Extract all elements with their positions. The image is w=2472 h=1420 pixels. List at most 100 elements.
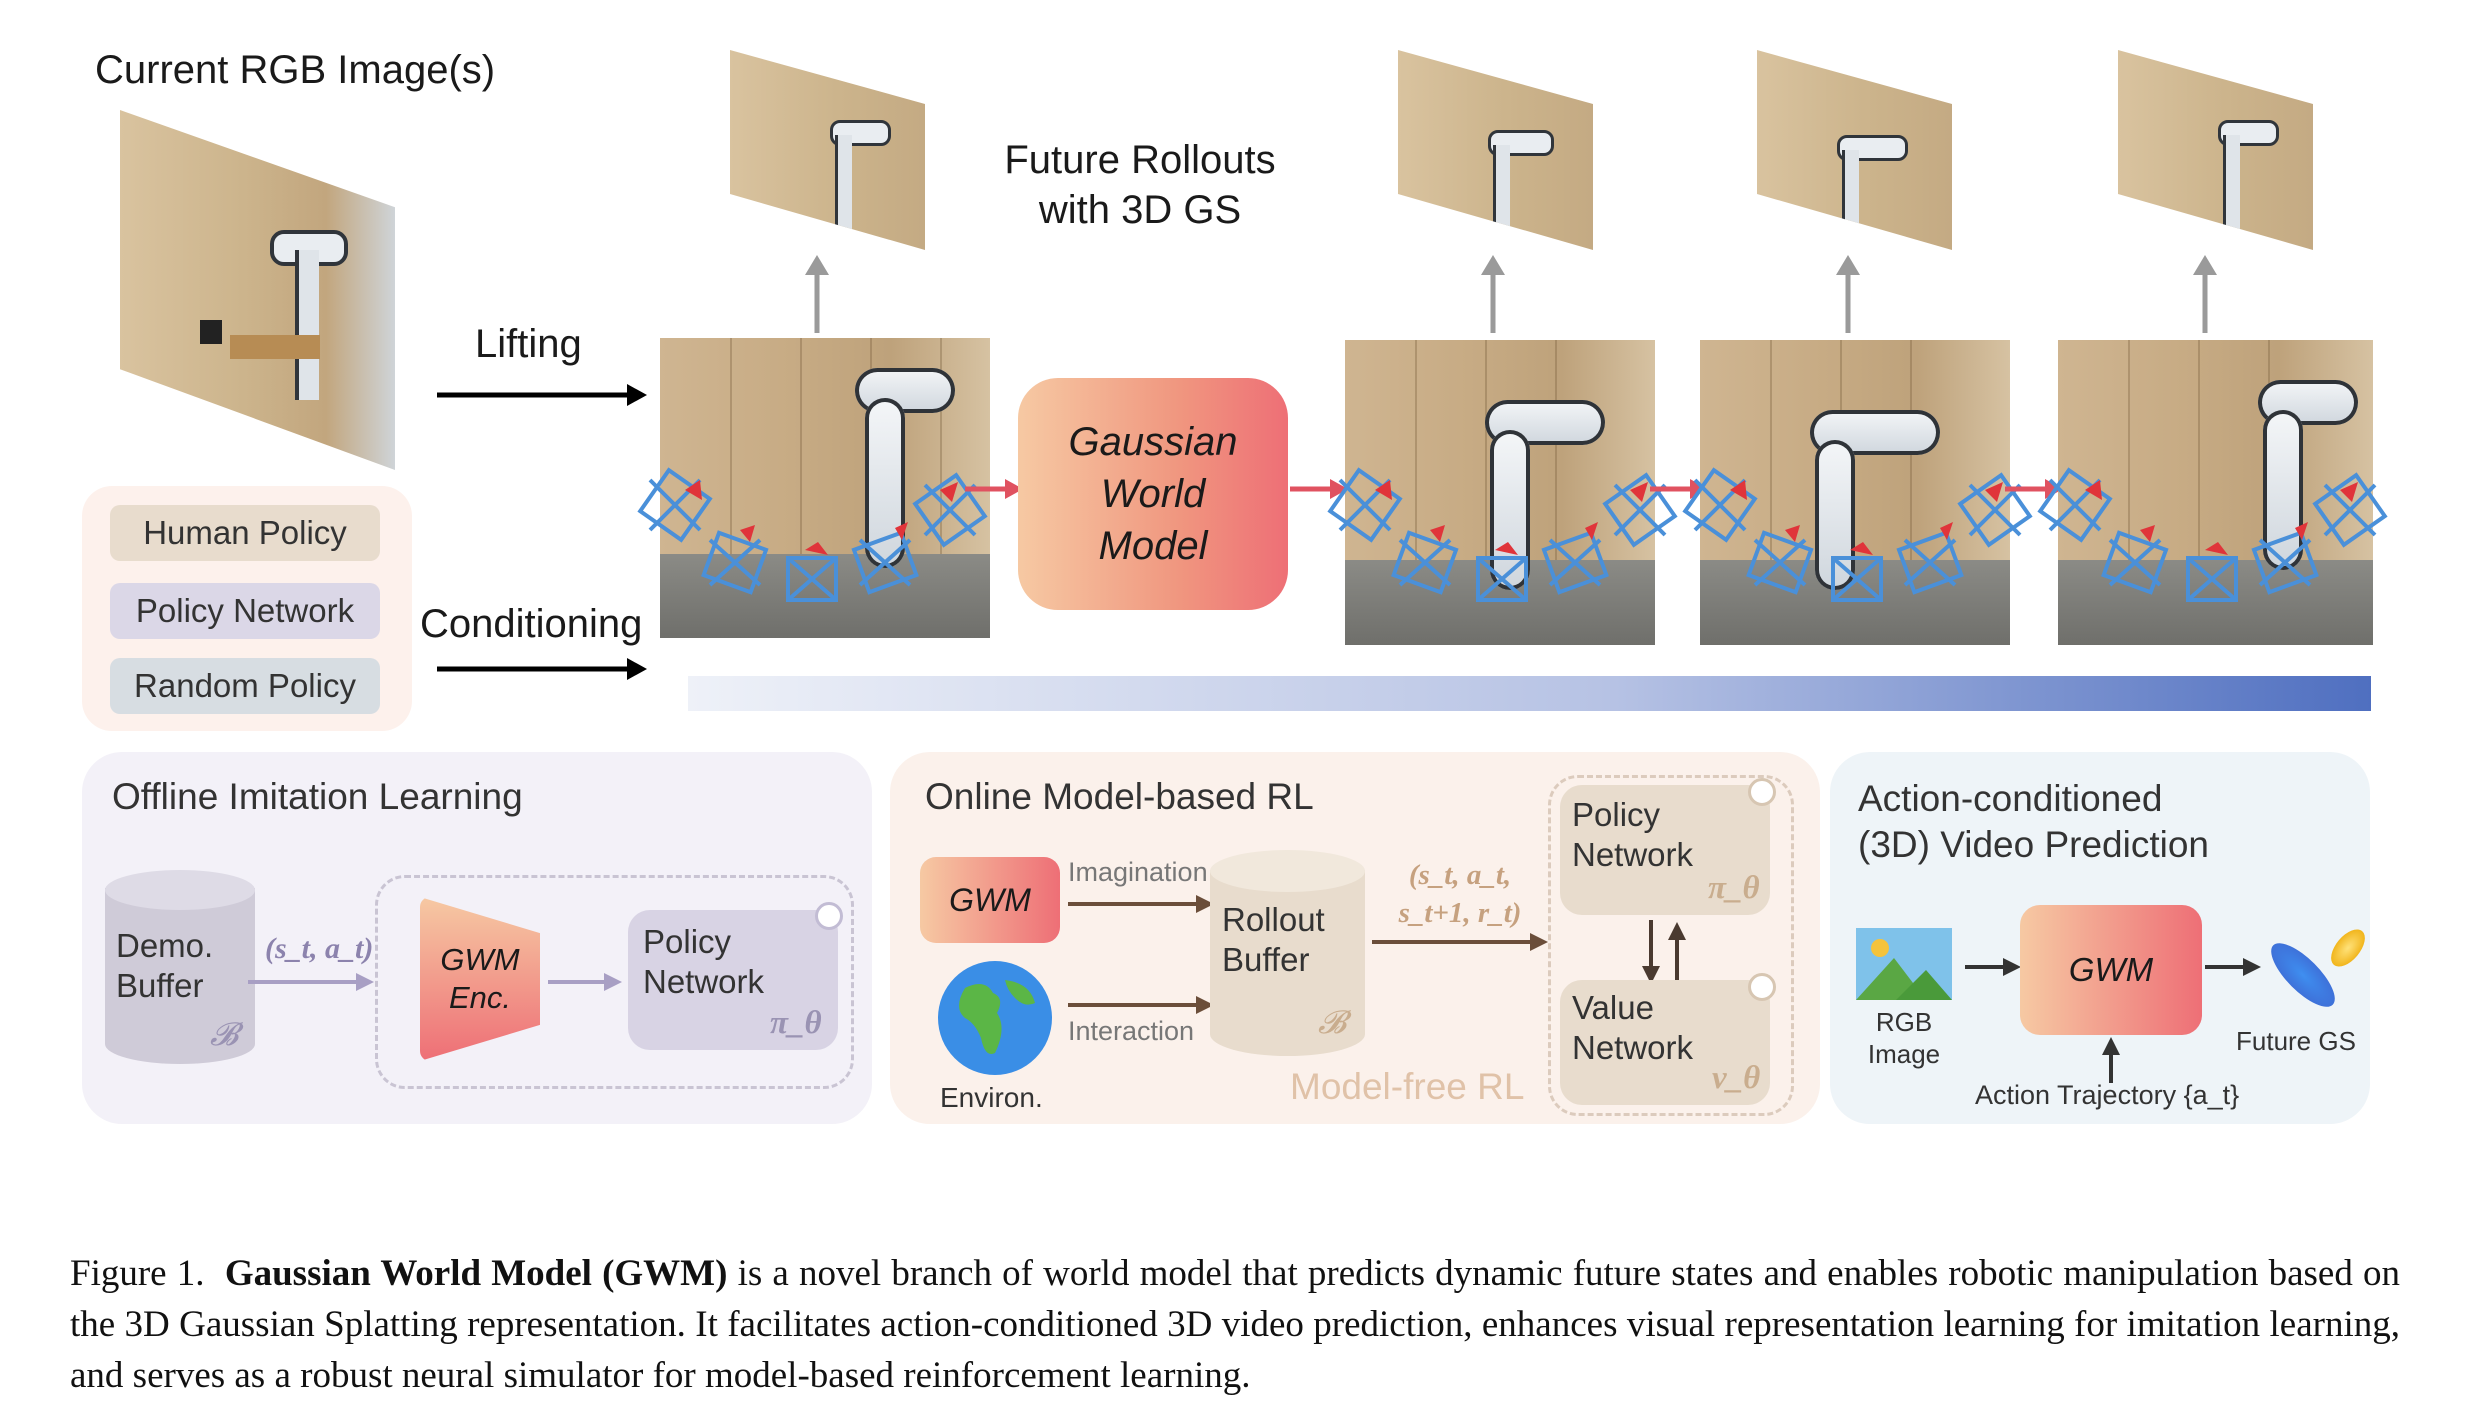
value-network-line1: Value <box>1572 989 1654 1026</box>
current-3dgs-scene <box>660 338 990 638</box>
camera-trajectory-3 <box>2037 467 2388 602</box>
offline-policy-line1: Policy <box>643 923 732 960</box>
value-network <box>1560 980 1770 1105</box>
policy-network-option: Policy Network <box>110 583 380 639</box>
gwm-box-line1: Gaussian <box>1068 420 1238 464</box>
rollout-render-1 <box>1398 50 1593 250</box>
model-free-rl-group <box>1548 775 1794 1116</box>
demo-buffer-line1: Demo. <box>116 927 214 964</box>
lifting-arrow <box>437 384 647 406</box>
future-rollouts-line1: Future Rollouts <box>1004 138 1276 182</box>
lifting-label: Lifting <box>475 322 582 366</box>
future-gs-splats-icon <box>2271 929 2365 1007</box>
rollout-buffer-line1: Rollout <box>1222 901 1325 938</box>
rollout-render-3 <box>2118 50 2313 250</box>
buffer-to-rl-arrow <box>1372 933 1548 951</box>
camera-trajectory-0 <box>637 467 988 602</box>
rgb-image-icon <box>1856 928 1952 1000</box>
online-policy-label: Policy Network <box>1572 795 1693 875</box>
caption-figure-label: Figure 1. <box>70 1253 205 1294</box>
conditioning-arrow <box>437 658 647 680</box>
online-tuple-line1: (s_t, a_t, <box>1408 859 1512 891</box>
demo-buffer-cylinder <box>105 888 255 1064</box>
camera-trajectory-2 <box>1682 467 2033 602</box>
video-panel-title: Action-conditioned (3D) Video Prediction <box>1858 776 2209 868</box>
caption-bold-title: Gaussian World Model (GWM) <box>224 1253 728 1294</box>
offline-policy-line2: Network <box>643 963 765 1000</box>
figure-caption: Figure 1. Gaussian World Model (GWM) is … <box>70 1248 2400 1401</box>
value-network-symbol: v_θ <box>1712 1060 1761 1096</box>
rollout-render-0 <box>730 50 925 250</box>
rgb-to-gwm-arrow <box>1965 958 2021 976</box>
value-network-line2: Network <box>1572 1029 1694 1066</box>
future-rollouts-line2: with 3D GS <box>1038 188 1242 232</box>
current-rgb-label: Current RGB Image(s) <box>95 48 496 92</box>
random-policy-option: Random Policy <box>110 658 380 714</box>
offline-arrow-2 <box>548 973 622 991</box>
rollout-buffer-symbol: 𝓑 <box>1318 1004 1347 1040</box>
interaction-label: Interaction <box>1068 1016 1195 1046</box>
red-arrow-1 <box>1290 479 1348 499</box>
online-policy-network <box>1560 785 1770 915</box>
demo-buffer-label: Demo. Buffer <box>116 926 213 1006</box>
imagination-label: Imagination <box>1068 857 1208 887</box>
human-policy-option: Human Policy <box>110 505 380 561</box>
rollout-render-2 <box>1757 50 1952 250</box>
red-arrow-0 <box>965 479 1023 499</box>
offline-policy-symbol: π_θ <box>770 1005 822 1041</box>
offline-policy-group <box>375 875 854 1089</box>
online-tuple-label: (s_t, a_t, s_t+1, r_t) <box>1385 856 1535 932</box>
rollout-3dgs-scene-1 <box>1345 340 1655 645</box>
trajectory-up-arrow <box>2102 1037 2120 1083</box>
gaussian-world-model-box: Gaussian World Model <box>1018 378 1288 610</box>
interaction-arrow <box>1068 996 1214 1014</box>
offline-panel-title: Offline Imitation Learning <box>112 776 523 817</box>
online-policy-symbol: π_θ <box>1708 870 1760 906</box>
gwm-box-line2: World <box>1100 472 1206 516</box>
online-panel-title: Online Model-based RL <box>925 776 1314 817</box>
offline-arrow-1 <box>248 973 374 991</box>
imagination-arrow <box>1068 895 1214 913</box>
offline-policy-label: Policy Network <box>643 922 764 1002</box>
caption-text: is a novel branch of world model that pr… <box>70 1253 2401 1396</box>
online-gwm-box: GWM <box>920 857 1060 943</box>
environ-label: Environ. <box>940 1082 1043 1113</box>
video-title-line2: (3D) Video Prediction <box>1858 824 2209 865</box>
model-free-rl-label: Model-free RL <box>1290 1066 1525 1107</box>
rollout-3dgs-scene-2 <box>1700 340 2010 645</box>
offline-policy-network <box>628 910 838 1050</box>
gwm-encoder-line2: Enc. <box>448 980 512 1015</box>
rollout-3dgs-scene-3 <box>2058 340 2373 645</box>
online-policy-line1: Policy <box>1572 796 1661 833</box>
action-trajectory-label: Action Trajectory {a_t} <box>1975 1080 2240 1110</box>
demo-buffer-line2: Buffer <box>116 967 204 1004</box>
gwm-to-gs-arrow <box>2205 958 2261 976</box>
conditioning-label: Conditioning <box>420 602 643 646</box>
rgb-image-line2: Image <box>1867 1039 1941 1069</box>
earth-globe-icon <box>938 961 1052 1075</box>
up-arrow-0 <box>805 255 829 333</box>
up-arrow-1 <box>1481 255 1505 333</box>
rollout-buffer-line2: Buffer <box>1222 941 1310 978</box>
future-rollouts-label: Future Rollouts with 3D GS <box>980 135 1300 235</box>
future-gs-label: Future GS <box>2236 1026 2356 1056</box>
online-tuple-line2: s_t+1, r_t) <box>1398 897 1522 929</box>
video-gwm-box: GWM <box>2020 905 2202 1035</box>
time-progress-bar <box>688 676 2371 711</box>
gwm-box-line3: Model <box>1098 524 1208 568</box>
online-policy-line2: Network <box>1572 836 1694 873</box>
rollout-buffer-cylinder <box>1210 870 1365 1056</box>
current-rgb-image <box>120 110 395 470</box>
up-arrow-3 <box>2193 255 2217 333</box>
up-arrow-2 <box>1836 255 1860 333</box>
rgb-image-line1: RGB <box>1875 1007 1933 1037</box>
gwm-encoder-line1: GWM <box>440 942 520 977</box>
rollout-buffer-label: Rollout Buffer <box>1222 900 1325 980</box>
demo-buffer-symbol: 𝓑 <box>210 1016 239 1052</box>
policy-value-arrows <box>1642 920 1686 986</box>
camera-trajectory-1 <box>1327 467 1678 602</box>
video-title-line1: Action-conditioned <box>1858 778 2163 819</box>
value-network-label: Value Network <box>1572 988 1693 1068</box>
rgb-image-label: RGB Image <box>1846 1006 1962 1070</box>
offline-tuple-label: (s_t, a_t) <box>265 932 374 965</box>
